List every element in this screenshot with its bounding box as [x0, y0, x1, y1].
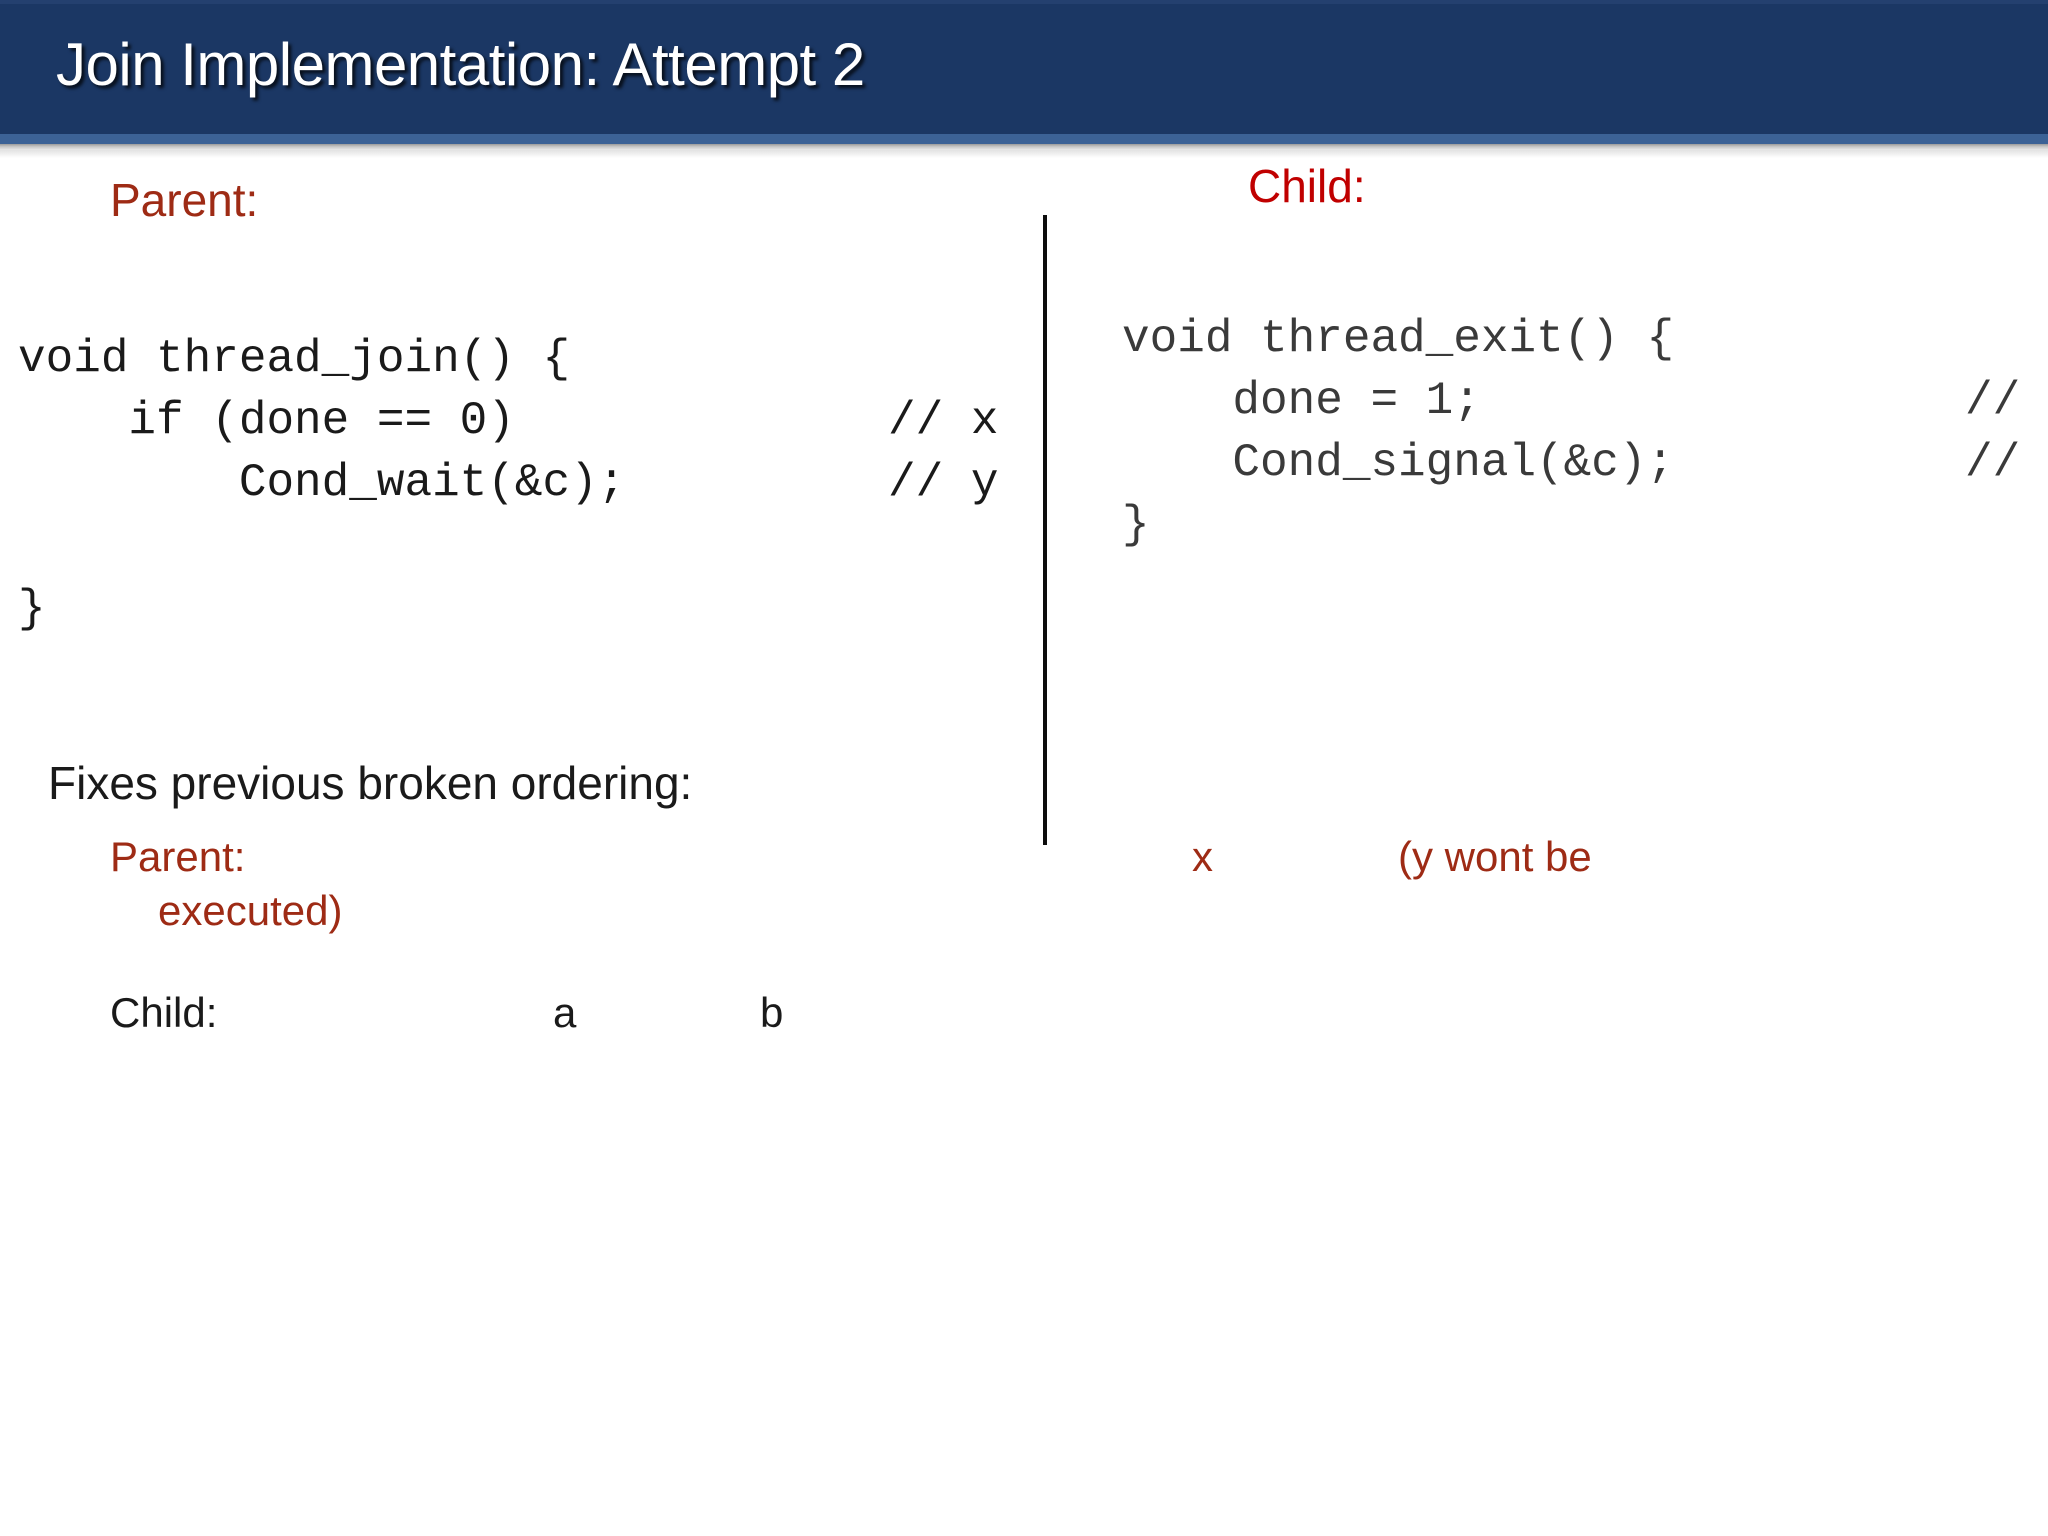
slide-title-bar: Join Implementation: Attempt 2 [0, 0, 2048, 150]
explanation-parent-note-continued: executed) [158, 887, 343, 934]
explanation-parent-label: Parent: [110, 833, 246, 880]
explanation-child-event-b: b [760, 989, 784, 1036]
explanation-parent-event-x: x [1192, 833, 1213, 880]
title-fade-stripe [0, 150, 2048, 158]
child-code-block: void thread_exit() { done = 1; Cond_sign… [1122, 313, 1675, 551]
title-accent-stripe [0, 134, 2048, 144]
parent-code-comments: // x // y [888, 395, 999, 509]
page-title: Join Implementation: Attempt 2 [56, 31, 865, 98]
title-bar-top-edge [0, 0, 2048, 4]
parent-column-heading: Parent: [110, 174, 259, 226]
explanation-child-label: Child: [110, 989, 218, 1036]
title-shadow-stripe [0, 144, 2048, 150]
column-divider [1043, 215, 1047, 845]
explanation-parent-note: (y wont be [1398, 833, 1592, 880]
explanation-intro: Fixes previous broken ordering: [48, 757, 693, 809]
slide-body: Parent: void thread_join() { if (done ==… [0, 150, 2048, 1536]
explanation-child-event-a: a [553, 989, 577, 1036]
child-column-heading: Child: [1248, 160, 1366, 212]
parent-code-block: void thread_join() { if (done == 0) Cond… [18, 333, 626, 509]
child-code-comments: // a // b [1965, 375, 2048, 489]
parent-closing-brace: } [18, 583, 46, 635]
